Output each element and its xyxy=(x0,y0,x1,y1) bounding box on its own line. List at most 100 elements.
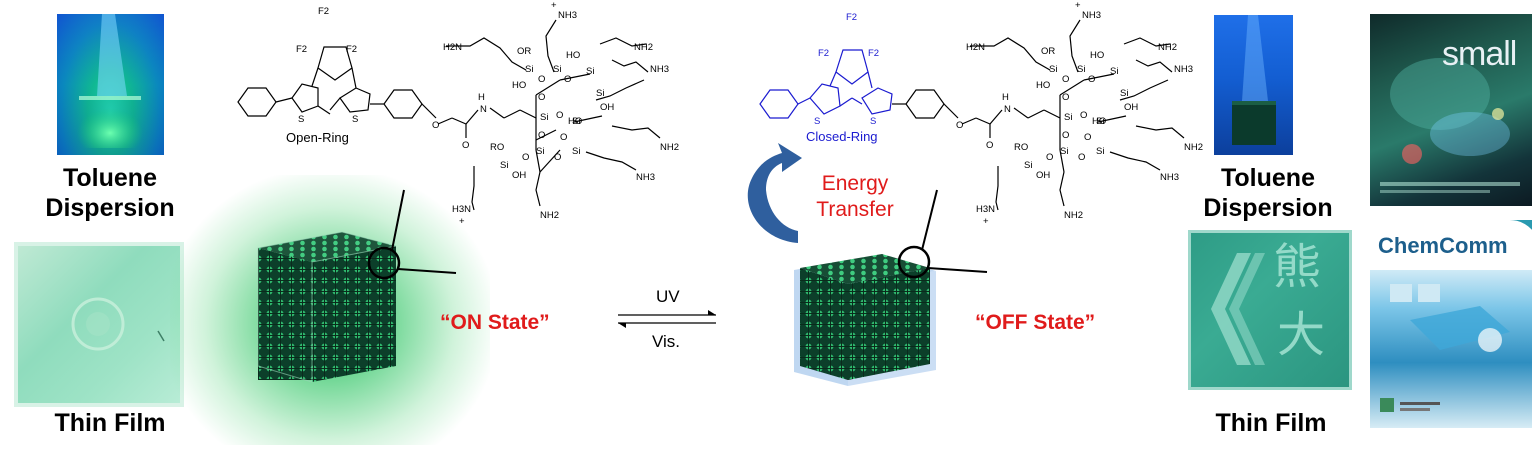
svg-text:N: N xyxy=(1004,104,1011,115)
svg-text:O: O xyxy=(1062,130,1069,141)
uv-label: UV xyxy=(656,287,680,306)
film-pattern xyxy=(1211,253,1265,365)
chemcomm-journal-cover: ChemComm xyxy=(1370,210,1532,428)
svg-text:NH2: NH2 xyxy=(1158,42,1177,53)
thin-film-label-left: Thin Film xyxy=(54,409,166,437)
svg-text:OH: OH xyxy=(600,102,614,113)
svg-text:NH3: NH3 xyxy=(1174,64,1193,75)
transfer-label: Transfer xyxy=(816,198,894,221)
open-ring-atom-labels: F2 F2 F2 S S O O H N H2N NH3 + NH2 NH3 N… xyxy=(286,0,679,227)
svg-text:O: O xyxy=(538,74,545,85)
toluene-label-left: Toluene xyxy=(63,164,157,192)
magnifier-on xyxy=(367,189,457,280)
open-ring-label: Open-Ring xyxy=(286,130,349,145)
svg-text:O: O xyxy=(538,130,545,141)
svg-text:Si: Si xyxy=(1060,146,1068,157)
svg-text:OR: OR xyxy=(517,46,531,57)
svg-text:OH: OH xyxy=(1124,102,1138,113)
mesoporous-cube-on xyxy=(257,231,397,383)
thin-film-photo-off: 熊 大 xyxy=(1188,230,1352,390)
chemcomm-cover-title: ChemComm xyxy=(1378,233,1508,258)
svg-text:O: O xyxy=(1078,152,1085,163)
svg-text:O: O xyxy=(986,140,993,151)
svg-text:HO: HO xyxy=(566,50,580,61)
svg-text:Si: Si xyxy=(536,146,544,157)
svg-text:O: O xyxy=(538,92,545,103)
svg-text:O: O xyxy=(560,132,567,143)
svg-text:S: S xyxy=(352,114,358,125)
svg-text:S: S xyxy=(298,114,304,125)
svg-text:RO: RO xyxy=(1014,142,1028,153)
svg-text:Si: Si xyxy=(1077,64,1085,75)
svg-text:F2: F2 xyxy=(868,48,879,59)
svg-text:+: + xyxy=(1075,0,1081,11)
film-texture xyxy=(71,297,165,351)
svg-text:Si: Si xyxy=(1096,116,1104,127)
vial-icon xyxy=(57,14,164,155)
svg-text:NH2: NH2 xyxy=(1184,142,1203,153)
svg-text:O: O xyxy=(1062,74,1069,85)
svg-text:O: O xyxy=(522,152,529,163)
svg-text:OR: OR xyxy=(1041,46,1055,57)
closed-ring-linker xyxy=(892,19,1185,211)
svg-text:N: N xyxy=(480,104,487,115)
svg-text:F2: F2 xyxy=(818,48,829,59)
closed-ring-label: Closed-Ring xyxy=(806,129,878,144)
svg-text:OH: OH xyxy=(1036,170,1050,181)
cover-art-small xyxy=(1380,58,1520,193)
svg-text:O: O xyxy=(956,120,963,131)
svg-text:NH3: NH3 xyxy=(636,172,655,183)
svg-text:H: H xyxy=(478,92,485,103)
svg-text:H3N: H3N xyxy=(976,204,995,215)
svg-text:NH2: NH2 xyxy=(634,42,653,53)
svg-text:H: H xyxy=(1002,92,1009,103)
svg-text:NH3: NH3 xyxy=(558,10,577,21)
film-glyph-2: 大 xyxy=(1277,307,1326,363)
energy-transfer-arrow xyxy=(747,143,802,243)
thin-film-label-right: Thin Film xyxy=(1215,409,1327,437)
svg-text:O: O xyxy=(462,140,469,151)
svg-text:O: O xyxy=(1080,110,1087,121)
cover-art-chemcomm xyxy=(1370,210,1532,412)
energy-transfer-label: Energy Transfer xyxy=(805,171,905,223)
svg-text:Si: Si xyxy=(1110,66,1118,77)
svg-text:NH3: NH3 xyxy=(650,64,669,75)
svg-text:HO: HO xyxy=(512,80,526,91)
svg-text:Si: Si xyxy=(553,64,561,75)
on-state-label: “ON State” xyxy=(440,311,550,334)
svg-text:NH2: NH2 xyxy=(660,142,679,153)
svg-text:O: O xyxy=(432,120,439,131)
svg-text:O: O xyxy=(1084,132,1091,143)
svg-text:O: O xyxy=(554,152,561,163)
svg-text:Si: Si xyxy=(1049,64,1057,75)
svg-text:O: O xyxy=(1046,152,1053,163)
svg-text:Si: Si xyxy=(596,88,604,99)
svg-text:+: + xyxy=(459,216,465,227)
svg-text:NH2: NH2 xyxy=(1064,210,1083,221)
toluene-dispersion-photo-off xyxy=(1214,15,1293,155)
dispersion-label-left: Dispersion xyxy=(45,194,175,222)
svg-text:RO: RO xyxy=(490,142,504,153)
svg-text:Si: Si xyxy=(1024,160,1032,171)
svg-text:F2: F2 xyxy=(846,12,857,23)
svg-text:O: O xyxy=(1088,74,1095,85)
vial-dark-icon xyxy=(1232,15,1276,145)
svg-text:HO: HO xyxy=(1036,80,1050,91)
svg-text:Si: Si xyxy=(572,116,580,127)
svg-text:NH3: NH3 xyxy=(1082,10,1101,21)
svg-text:Si: Si xyxy=(500,160,508,171)
svg-text:F2: F2 xyxy=(296,44,307,55)
film-glyph-1: 熊 xyxy=(1273,239,1322,295)
svg-text:S: S xyxy=(814,116,820,127)
svg-text:F2: F2 xyxy=(346,44,357,55)
svg-text:O: O xyxy=(556,110,563,121)
open-ring-molecule xyxy=(237,19,661,211)
svg-text:OH: OH xyxy=(512,170,526,181)
svg-text:Si: Si xyxy=(525,64,533,75)
toluene-dispersion-photo-on xyxy=(57,14,164,155)
energy-label: Energy xyxy=(821,172,889,195)
svg-text:HO: HO xyxy=(1090,50,1104,61)
svg-text:+: + xyxy=(983,216,989,227)
svg-text:Si: Si xyxy=(1120,88,1128,99)
